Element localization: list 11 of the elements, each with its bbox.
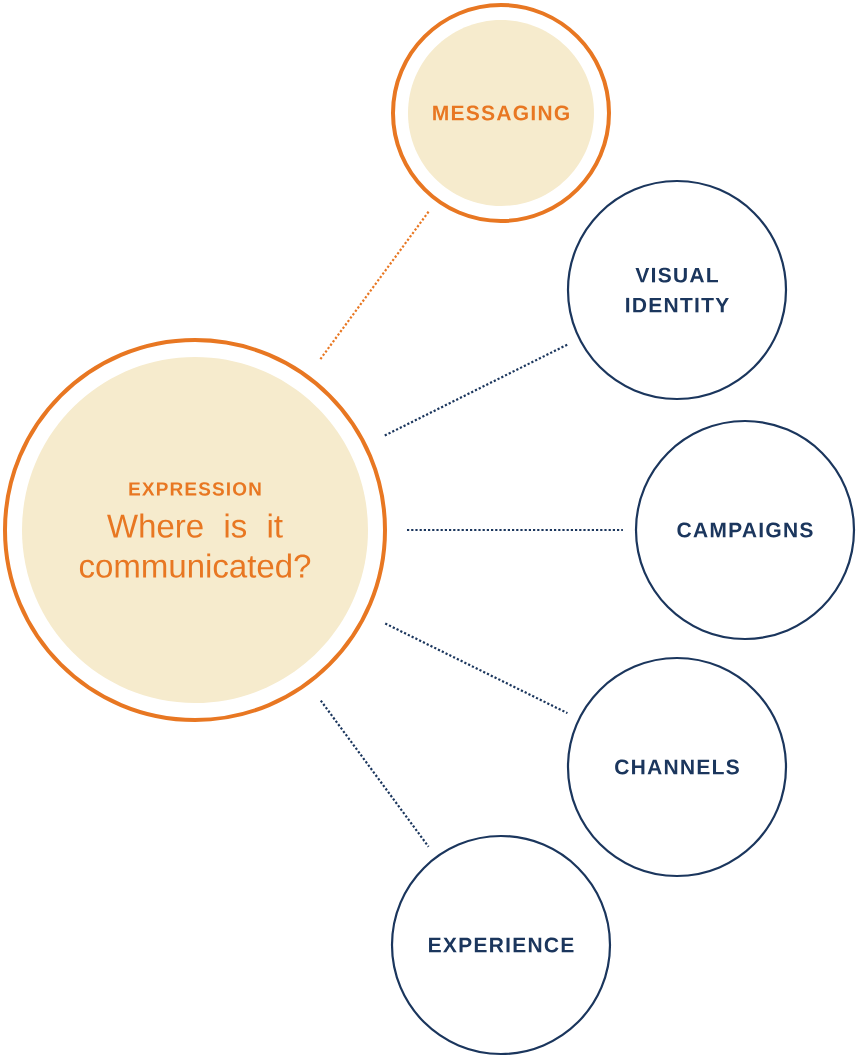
dotted-connector [319, 699, 430, 848]
dotted-connector [319, 210, 430, 360]
circle-node: EXPERIENCE [390, 834, 612, 1056]
circle-node: CHANNELS [566, 656, 788, 878]
dotted-connector [407, 528, 623, 532]
circle-node: MESSAGING [391, 3, 611, 223]
circle-node: EXPRESSION Where is it communicated? [3, 338, 387, 722]
dotted-connector [384, 343, 569, 437]
circle-node: CAMPAIGNS [634, 419, 856, 641]
dotted-connector [384, 622, 568, 715]
circle-node: VISUAL IDENTITY [566, 179, 788, 401]
